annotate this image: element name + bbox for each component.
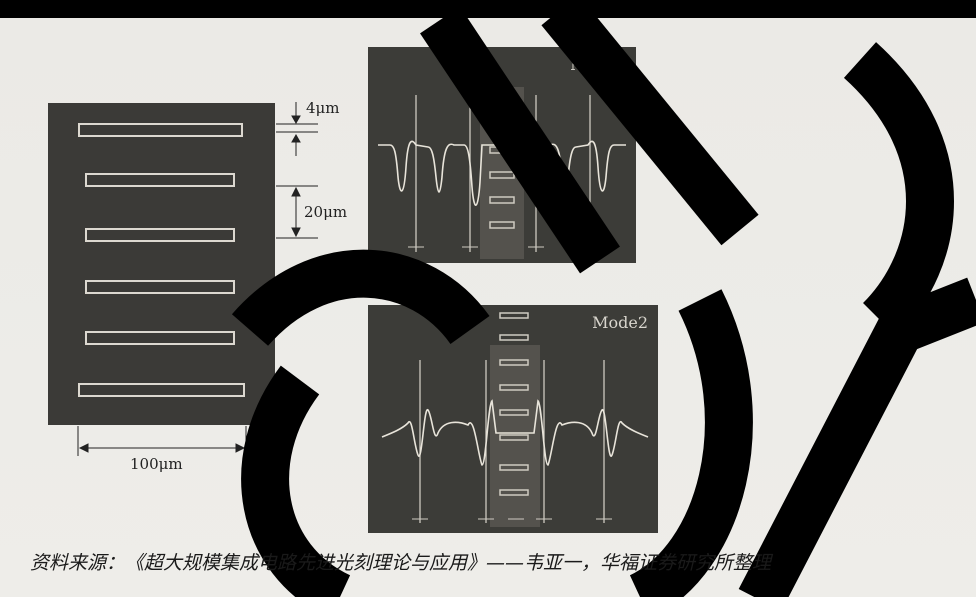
mode2-panel: Mode2: [368, 305, 658, 533]
mode1-panel: Mode1: [368, 47, 636, 263]
gap-dimension-label: 4μm: [306, 99, 340, 117]
slit: [78, 123, 243, 137]
slit: [85, 173, 235, 187]
width-dimension-label: 100μm: [130, 455, 183, 473]
slit: [85, 228, 235, 242]
mode2-intensity-plot: [381, 312, 649, 527]
mode1-intensity-plot: [378, 87, 626, 259]
mode2-label: Mode2: [592, 313, 648, 332]
slit: [85, 331, 235, 345]
pitch-dimension-label: 20μm: [304, 203, 348, 221]
mode1-label: Mode1: [570, 55, 626, 74]
slit: [78, 383, 245, 397]
slit: [85, 280, 235, 294]
figure-caption: 资料来源：《超大规模集成电路先进光刻理论与应用》——韦亚一，华福证券研究所整理: [30, 552, 772, 574]
